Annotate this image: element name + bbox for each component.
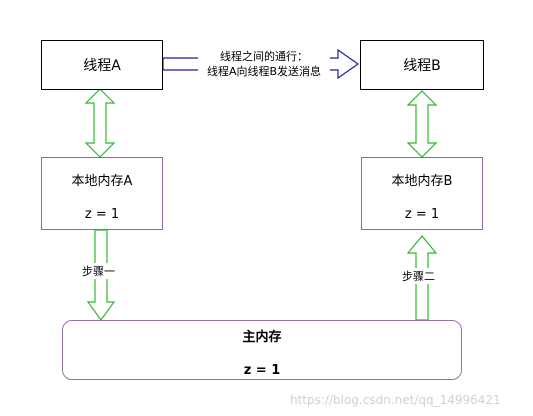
main-memory-box: 主内存 z = 1 <box>62 320 462 380</box>
thread-a-box: 线程A <box>41 40 163 90</box>
step2-label: 步骤二 <box>402 268 435 284</box>
sync-arrow-a <box>84 88 116 158</box>
sync-arrow-b <box>406 90 438 158</box>
step1-label: 步骤一 <box>82 263 115 279</box>
thread-b-label: 线程B <box>403 58 441 74</box>
message-line1: 线程之间的通行： <box>220 50 308 63</box>
main-memory-value: z = 1 <box>243 363 281 378</box>
local-memory-a-value: z = 1 <box>84 207 120 222</box>
thread-b-box: 线程B <box>360 40 484 90</box>
local-memory-b-value: z = 1 <box>404 207 440 222</box>
local-memory-a-title: 本地内存A <box>71 174 133 189</box>
main-memory-title: 主内存 <box>242 330 282 345</box>
message-line2: 线程A向线程B发送消息 <box>206 65 322 78</box>
thread-a-label: 线程A <box>83 58 121 74</box>
message-label: 线程之间的通行： 线程A向线程B发送消息 <box>198 49 330 79</box>
local-memory-a-box: 本地内存A z = 1 <box>41 157 163 230</box>
local-memory-b-box: 本地内存B z = 1 <box>361 157 483 230</box>
local-memory-b-title: 本地内存B <box>391 174 453 189</box>
watermark: https://blog.csdn.net/qq_14996421 <box>290 393 501 407</box>
